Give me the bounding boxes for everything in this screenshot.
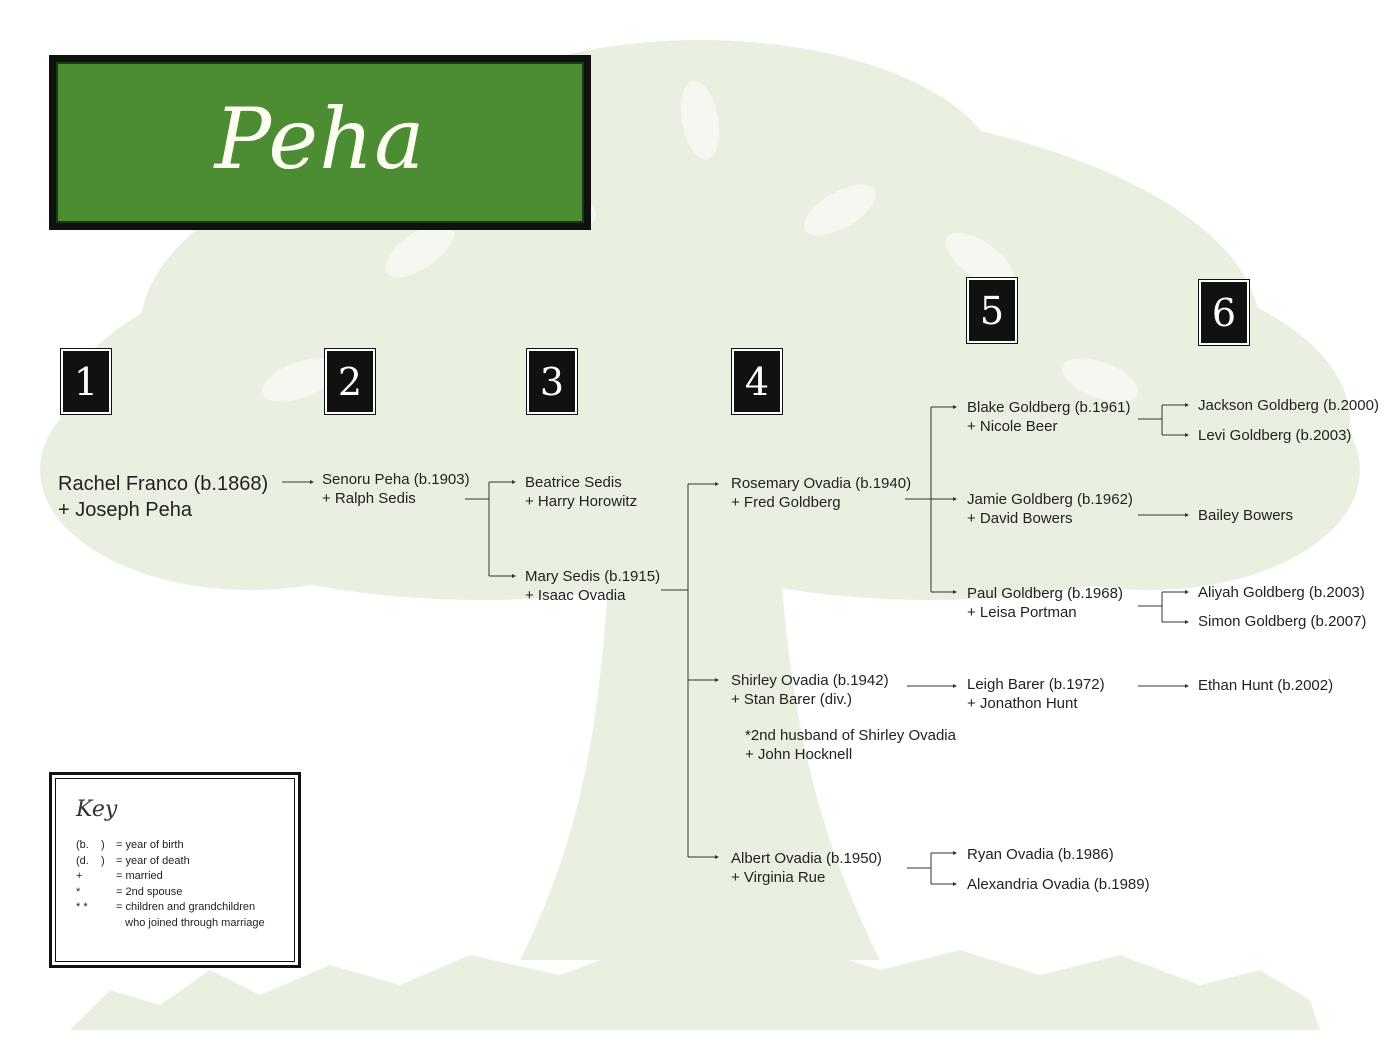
person-ethan-hunt: Ethan Hunt (b.2002): [1198, 676, 1333, 695]
person-albert-ovadia: Albert Ovadia (b.1950) + Virginia Rue: [731, 849, 882, 887]
person-ryan-ovadia: Ryan Ovadia (b.1986): [967, 845, 1114, 864]
person-spouse: + Ralph Sedis: [322, 490, 416, 507]
generation-4-box: 4: [731, 348, 783, 415]
title-banner-inner: Peha: [56, 62, 584, 223]
person-spouse: + Leisa Portman: [967, 604, 1077, 621]
person-name: Beatrice Sedis: [525, 474, 622, 491]
person-spouse: + John Hocknell: [745, 746, 853, 763]
person-rosemary-ovadia: Rosemary Ovadia (b.1940) + Fred Goldberg: [731, 474, 911, 512]
person-name: Ryan Ovadia (b.1986): [967, 846, 1114, 863]
person-spouse: + Jonathon Hunt: [967, 695, 1078, 712]
person-name: Jackson Goldberg (b.2000): [1198, 397, 1379, 414]
key-symbol: (d. ): [76, 854, 105, 867]
key-meaning: = year of birth: [116, 839, 184, 851]
person-name: Aliyah Goldberg (b.2003): [1198, 584, 1365, 601]
key-row: (d. ) = year of death: [76, 854, 280, 870]
person-name: Blake Goldberg (b.1961): [967, 399, 1131, 416]
person-name: Shirley Ovadia (b.1942): [731, 672, 889, 689]
person-name: Ethan Hunt (b.2002): [1198, 677, 1334, 694]
key-legend-inner: Key (b. ) = year of birth (d. ) = year o…: [55, 778, 295, 962]
person-spouse: + Fred Goldberg: [731, 494, 841, 511]
person-name: Mary Sedis (b.1915): [525, 568, 661, 585]
key-meaning: = married: [116, 870, 163, 882]
person-name: Alexandria Ovadia (b.1989): [967, 876, 1150, 893]
person-spouse: + Virginia Rue: [731, 869, 826, 886]
person-name: Rachel Franco (b.1868): [58, 473, 269, 495]
person-shirley-ovadia: Shirley Ovadia (b.1942) + Stan Barer (di…: [731, 671, 889, 709]
note-second-husband: *2nd husband of Shirley Ovadia + John Ho…: [745, 726, 956, 764]
person-leigh-barer: Leigh Barer (b.1972) + Jonathon Hunt: [967, 675, 1105, 713]
person-name: Rosemary Ovadia (b.1940): [731, 475, 912, 492]
key-row: * = 2nd spouse: [76, 885, 280, 901]
key-symbol: +: [76, 870, 83, 882]
person-paul-goldberg: Paul Goldberg (b.1968) + Leisa Portman: [967, 584, 1123, 622]
person-jamie-goldberg: Jamie Goldberg (b.1962) + David Bowers: [967, 490, 1133, 528]
generation-1-box: 1: [60, 348, 112, 415]
person-jackson-goldberg: Jackson Goldberg (b.2000): [1198, 396, 1379, 415]
person-spouse: + David Bowers: [967, 510, 1073, 527]
person-name: Senoru Peha (b.1903): [322, 471, 470, 488]
key-symbol: * *: [76, 901, 88, 913]
person-levi-goldberg: Levi Goldberg (b.2003): [1198, 426, 1351, 445]
key-row: (b. ) = year of birth: [76, 838, 280, 854]
key-row: * * = children and grandchildren who joi…: [76, 900, 280, 931]
generation-3-box: 3: [526, 348, 578, 415]
person-rachel-franco: Rachel Franco (b.1868) + Joseph Peha: [58, 471, 268, 523]
key-meaning: = children and grandchildren who joined …: [116, 901, 265, 929]
key-meaning: = 2nd spouse: [116, 885, 183, 898]
note-text: *2nd husband of Shirley Ovadia: [745, 727, 956, 744]
person-beatrice-sedis: Beatrice Sedis + Harry Horowitz: [525, 473, 637, 511]
person-spouse: + Joseph Peha: [58, 499, 192, 521]
key-symbol: (b. ): [76, 839, 105, 851]
key-meaning: = year of death: [116, 854, 190, 867]
person-name: Paul Goldberg (b.1968): [967, 585, 1123, 602]
person-bailey-bowers: Bailey Bowers: [1198, 506, 1293, 525]
person-mary-sedis: Mary Sedis (b.1915) + Isaac Ovadia: [525, 567, 660, 605]
key-symbol: *: [76, 885, 81, 898]
person-name: Jamie Goldberg (b.1962): [967, 491, 1133, 508]
family-name-title: Peha: [214, 89, 426, 188]
person-name: Levi Goldberg (b.2003): [1198, 427, 1352, 444]
person-aliyah-goldberg: Aliyah Goldberg (b.2003): [1198, 583, 1365, 602]
person-spouse: + Nicole Beer: [967, 418, 1058, 435]
person-name: Leigh Barer (b.1972): [967, 676, 1105, 693]
title-banner: Peha: [49, 55, 591, 230]
generation-6-box: 6: [1198, 279, 1250, 346]
person-spouse: + Harry Horowitz: [525, 493, 638, 510]
person-blake-goldberg: Blake Goldberg (b.1961) + Nicole Beer: [967, 398, 1130, 436]
person-spouse: + Isaac Ovadia: [525, 587, 626, 604]
key-title: Key: [76, 797, 118, 822]
person-simon-goldberg: Simon Goldberg (b.2007): [1198, 612, 1366, 631]
person-name: Bailey Bowers: [1198, 507, 1294, 524]
key-row: + = married: [76, 869, 280, 885]
person-senoru-peha: Senoru Peha (b.1903) + Ralph Sedis: [322, 470, 470, 508]
person-spouse: + Stan Barer (div.): [731, 691, 853, 708]
person-alexandria-ovadia: Alexandria Ovadia (b.1989): [967, 875, 1150, 894]
generation-2-box: 2: [324, 348, 376, 415]
person-name: Simon Goldberg (b.2007): [1198, 613, 1367, 630]
person-name: Albert Ovadia (b.1950): [731, 850, 882, 867]
key-legend: Key (b. ) = year of birth (d. ) = year o…: [49, 772, 301, 968]
generation-5-box: 5: [966, 277, 1018, 344]
